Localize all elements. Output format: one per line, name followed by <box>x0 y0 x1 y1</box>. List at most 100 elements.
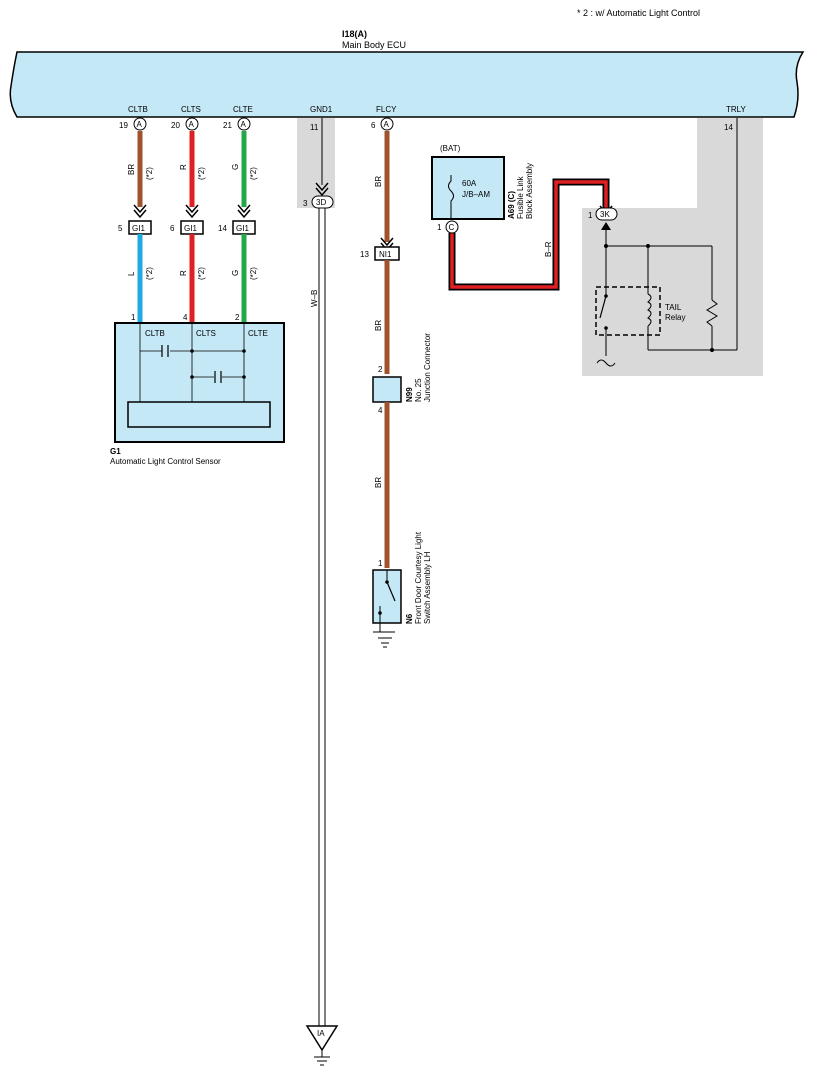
gi1-connector-14: GI1 14 <box>218 220 256 235</box>
wire-br <box>450 180 608 289</box>
relay-conn-3k: 3K <box>595 207 618 221</box>
fusible-conn-circle: C <box>445 220 459 234</box>
ni1-label: NI1 <box>379 250 392 259</box>
ecu-terminal-cltb: CLTB <box>128 105 148 114</box>
ecu-conn-letter-19: A <box>137 120 143 129</box>
junction-connector-n99 <box>372 376 402 403</box>
sensor-pin-2: 2 <box>235 313 240 322</box>
switch-name-1: Front Door Courtesy Light <box>414 531 423 624</box>
flcy-wire-color-2: BR <box>374 320 383 331</box>
chassis-ground-icon <box>596 359 616 367</box>
courtesy-light-switch <box>372 569 402 624</box>
fusible-wire-color: B–R <box>544 241 553 257</box>
junction-name: Junction Connector <box>423 333 432 402</box>
ecu-conn-circle-6: A <box>380 117 394 131</box>
ecu-terminal-clts: CLTS <box>181 105 201 114</box>
ni1-pin: 13 <box>360 250 369 259</box>
gnd-wire-color: W–B <box>310 290 319 307</box>
ecu-pin-6: 6 <box>371 121 376 130</box>
chevron-icon <box>133 204 147 219</box>
sensor-pin-1: 1 <box>131 313 136 322</box>
ecu-conn-circle-20: A <box>185 117 199 131</box>
relay-coil-icon <box>647 293 652 327</box>
wire-note-5: (*2) <box>197 267 206 280</box>
wire-note-2: (*2) <box>197 167 206 180</box>
ecu-pin-20: 20 <box>171 121 180 130</box>
gi1-label-5: GI1 <box>132 224 145 233</box>
chevron-icon <box>185 204 199 219</box>
ni1-connector: NI1 <box>374 246 400 261</box>
switch-name-2: Switch Assembly LH <box>423 551 432 624</box>
relay-name-1: TAIL <box>665 303 682 312</box>
ecu-terminal-gnd1: GND1 <box>310 105 333 114</box>
ecu-conn-letter-20: A <box>189 120 195 129</box>
fusible-code: A69 (C) <box>507 191 516 219</box>
ecu-code: I18(A) <box>342 29 367 39</box>
chevron-icon <box>315 182 329 197</box>
relay-pin: 1 <box>588 211 593 220</box>
ground-ia-symbol: IA <box>305 1025 339 1066</box>
gi1-pin-14: 14 <box>218 224 227 233</box>
wire-label-g-2: G <box>231 270 240 276</box>
gi1-label-6: GI1 <box>184 224 197 233</box>
note-text: * 2 : w/ Automatic Light Control <box>577 8 700 18</box>
sensor-terminal-clts: CLTS <box>196 329 216 338</box>
relay-arrow-icon <box>601 222 611 230</box>
wire-note-3: (*2) <box>249 167 258 180</box>
fusible-pin: 1 <box>437 223 442 232</box>
relay-conn-label: 3K <box>600 210 610 219</box>
wire-label-r-1: R <box>179 164 188 170</box>
ecu-pin-14: 14 <box>724 123 733 132</box>
fuse-name: J/B–AM <box>462 190 490 199</box>
fusible-link-block: 60A J/B–AM <box>431 156 505 220</box>
ground-ia-label: IA <box>317 1029 325 1038</box>
junction-no: No. 25 <box>414 378 423 402</box>
gi1-label-14: GI1 <box>236 224 249 233</box>
switch-code: N6 <box>405 613 414 624</box>
ecu-terminal-flcy: FLCY <box>376 105 397 114</box>
gi1-pin-5: 5 <box>118 224 123 233</box>
gnd-gray-area <box>297 118 335 208</box>
relay-name-2: Relay <box>665 313 685 322</box>
ecu-pin-11: 11 <box>310 123 319 132</box>
fuse-icon <box>448 175 454 207</box>
ecu-conn-circle-21: A <box>237 117 251 131</box>
ecu-pin-19: 19 <box>119 121 128 130</box>
ecu-conn-letter-21: A <box>241 120 247 129</box>
gnd-joint-pin: 3 <box>303 199 308 208</box>
sensor-name: Automatic Light Control Sensor <box>110 457 221 466</box>
ecu-conn-circle-19: A <box>133 117 147 131</box>
chevron-icon <box>237 204 251 219</box>
junction-pin-bottom: 4 <box>378 406 383 415</box>
trly-gray-area <box>582 118 763 376</box>
gi1-connector-5: GI1 5 <box>118 220 152 235</box>
gi1-connector-6: GI1 6 <box>170 220 204 235</box>
fusible-conn-letter: C <box>449 223 455 232</box>
wire-label-l: L <box>127 271 136 276</box>
switch-ground-icon <box>373 623 395 648</box>
fusible-bat: (BAT) <box>440 144 461 153</box>
ecu-terminal-trly: TRLY <box>726 105 747 114</box>
fuse-rating: 60A <box>462 179 477 188</box>
junction-pin-top: 2 <box>378 365 383 374</box>
wire-label-br-1: BR <box>127 164 136 175</box>
gnd-joint-3d: 3D <box>311 195 334 209</box>
gnd-joint-label: 3D <box>316 198 326 207</box>
wire-note-4: (*2) <box>145 267 154 280</box>
sensor-pin-4: 4 <box>183 313 188 322</box>
junction-code: N99 <box>405 387 414 402</box>
relay-dashed-box <box>595 286 661 336</box>
light-control-sensor: CLTB CLTS CLTE <box>114 322 285 443</box>
wire-label-r-2: R <box>179 270 188 276</box>
sensor-terminal-cltb: CLTB <box>145 329 165 338</box>
ecu-terminal-clte: CLTE <box>233 105 253 114</box>
flcy-wire-color-1: BR <box>374 176 383 187</box>
switch-pin: 1 <box>378 559 383 568</box>
wire-label-g-1: G <box>231 164 240 170</box>
resistor-icon <box>706 299 718 327</box>
sensor-code: G1 <box>110 447 121 456</box>
fusible-name-1: Fusible Link <box>516 175 525 219</box>
ecu-name: Main Body ECU <box>342 40 406 50</box>
